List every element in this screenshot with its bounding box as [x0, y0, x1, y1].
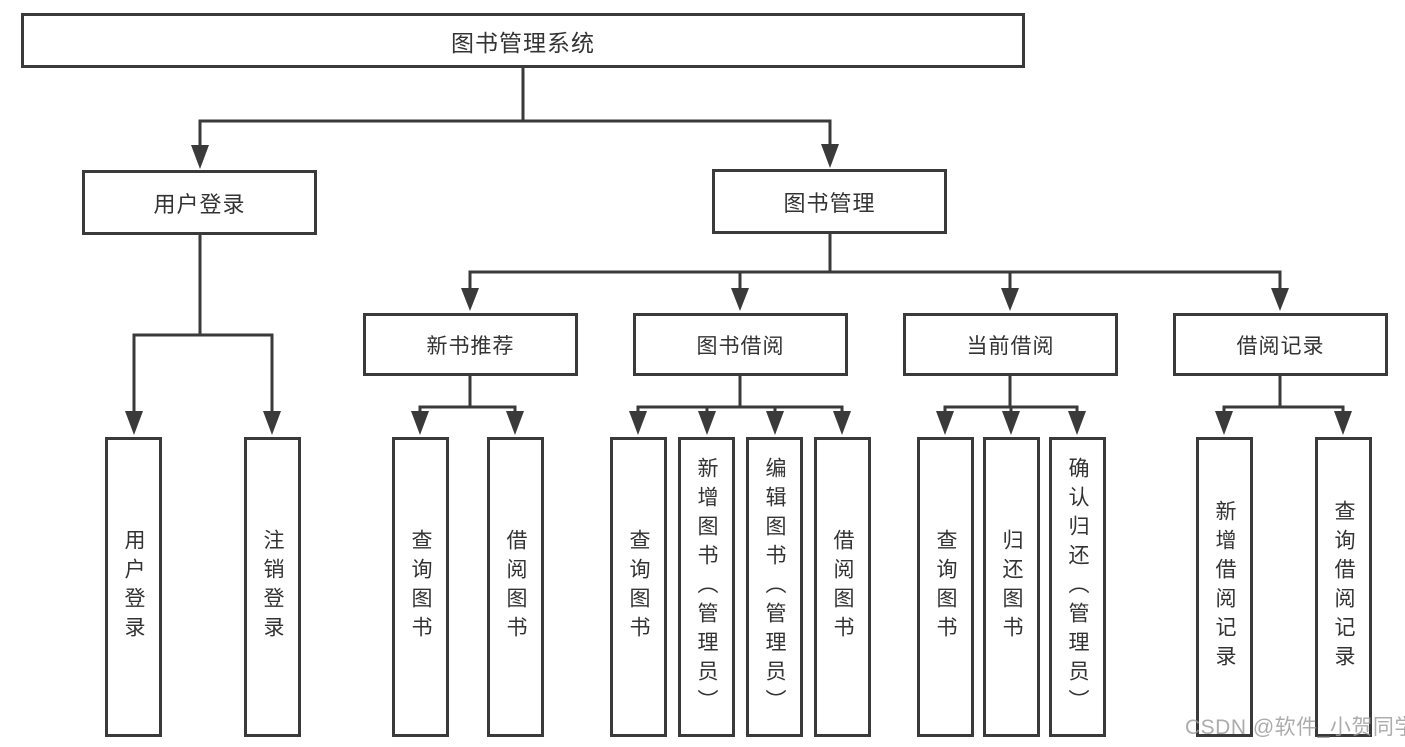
connector-current-borrow-to-leaves: [936, 372, 1086, 435]
node-borrow-record: 借阅记录: [1173, 313, 1388, 376]
node-current-borrow-label: 当前借阅: [966, 334, 1055, 358]
node-logout-action-label: 注销登录: [261, 529, 284, 645]
node-br-add-record-label: 新增借阅记录: [1213, 500, 1236, 674]
connector-borrow-record-to-leaves: [1215, 372, 1352, 435]
node-nbr-query-book: 查询图书: [392, 437, 449, 737]
node-logout-action: 注销登录: [244, 437, 301, 737]
connector-book-mgmt-to-level3: [461, 230, 1289, 311]
node-nbr-borrow-book: 借阅图书: [487, 437, 544, 737]
node-bb-add-book-label: 新增图书（管理员）: [695, 456, 718, 718]
node-book-mgmt-label: 图书管理: [783, 190, 876, 216]
node-new-book-rec: 新书推荐: [363, 313, 578, 376]
node-cb-query-book: 查询图书: [917, 437, 974, 737]
node-bb-borrow-book: 借阅图书: [814, 437, 871, 737]
node-bb-add-book: 新增图书（管理员）: [678, 437, 735, 737]
node-cb-confirm-return: 确认归还（管理员）: [1049, 437, 1106, 737]
node-nbr-borrow-book-label: 借阅图书: [504, 529, 527, 645]
node-book-borrow: 图书借阅: [633, 313, 848, 376]
node-cb-return-book-label: 归还图书: [1000, 529, 1023, 645]
node-book-borrow-label: 图书借阅: [696, 334, 785, 358]
node-root: 图书管理系统: [21, 13, 1025, 68]
csdn-watermark: CSDN @软件_小贺同学: [1185, 716, 1405, 739]
node-bb-query-book: 查询图书: [610, 437, 667, 737]
node-br-query-record: 查询借阅记录: [1315, 437, 1372, 737]
node-bb-query-book-label: 查询图书: [627, 529, 650, 645]
node-user-login-action-label: 用户登录: [122, 529, 145, 645]
node-user-login: 用户登录: [82, 170, 317, 235]
node-cb-confirm-return-label: 确认归还（管理员）: [1066, 456, 1089, 718]
connector-book-borrow-to-leaves: [629, 372, 851, 435]
node-root-label: 图书管理系统: [451, 29, 595, 56]
connector-new-book-rec-to-leaves: [411, 372, 524, 435]
node-user-login-action: 用户登录: [105, 437, 162, 737]
connector-root-to-level2: [191, 64, 839, 169]
node-br-query-record-label: 查询借阅记录: [1332, 500, 1355, 674]
node-cb-query-book-label: 查询图书: [934, 529, 957, 645]
node-bb-edit-book-label: 编辑图书（管理员）: [763, 456, 786, 718]
node-cb-return-book: 归还图书: [983, 437, 1040, 737]
node-br-add-record: 新增借阅记录: [1196, 437, 1253, 737]
node-current-borrow: 当前借阅: [903, 313, 1118, 376]
node-bb-borrow-book-label: 借阅图书: [831, 529, 854, 645]
node-new-book-rec-label: 新书推荐: [426, 334, 515, 358]
node-user-login-label: 用户登录: [153, 191, 246, 217]
connector-user-login-to-leaves: [125, 231, 281, 435]
node-bb-edit-book: 编辑图书（管理员）: [746, 437, 803, 737]
node-nbr-query-book-label: 查询图书: [409, 529, 432, 645]
node-book-mgmt: 图书管理: [712, 169, 947, 234]
node-borrow-record-label: 借阅记录: [1236, 334, 1325, 358]
